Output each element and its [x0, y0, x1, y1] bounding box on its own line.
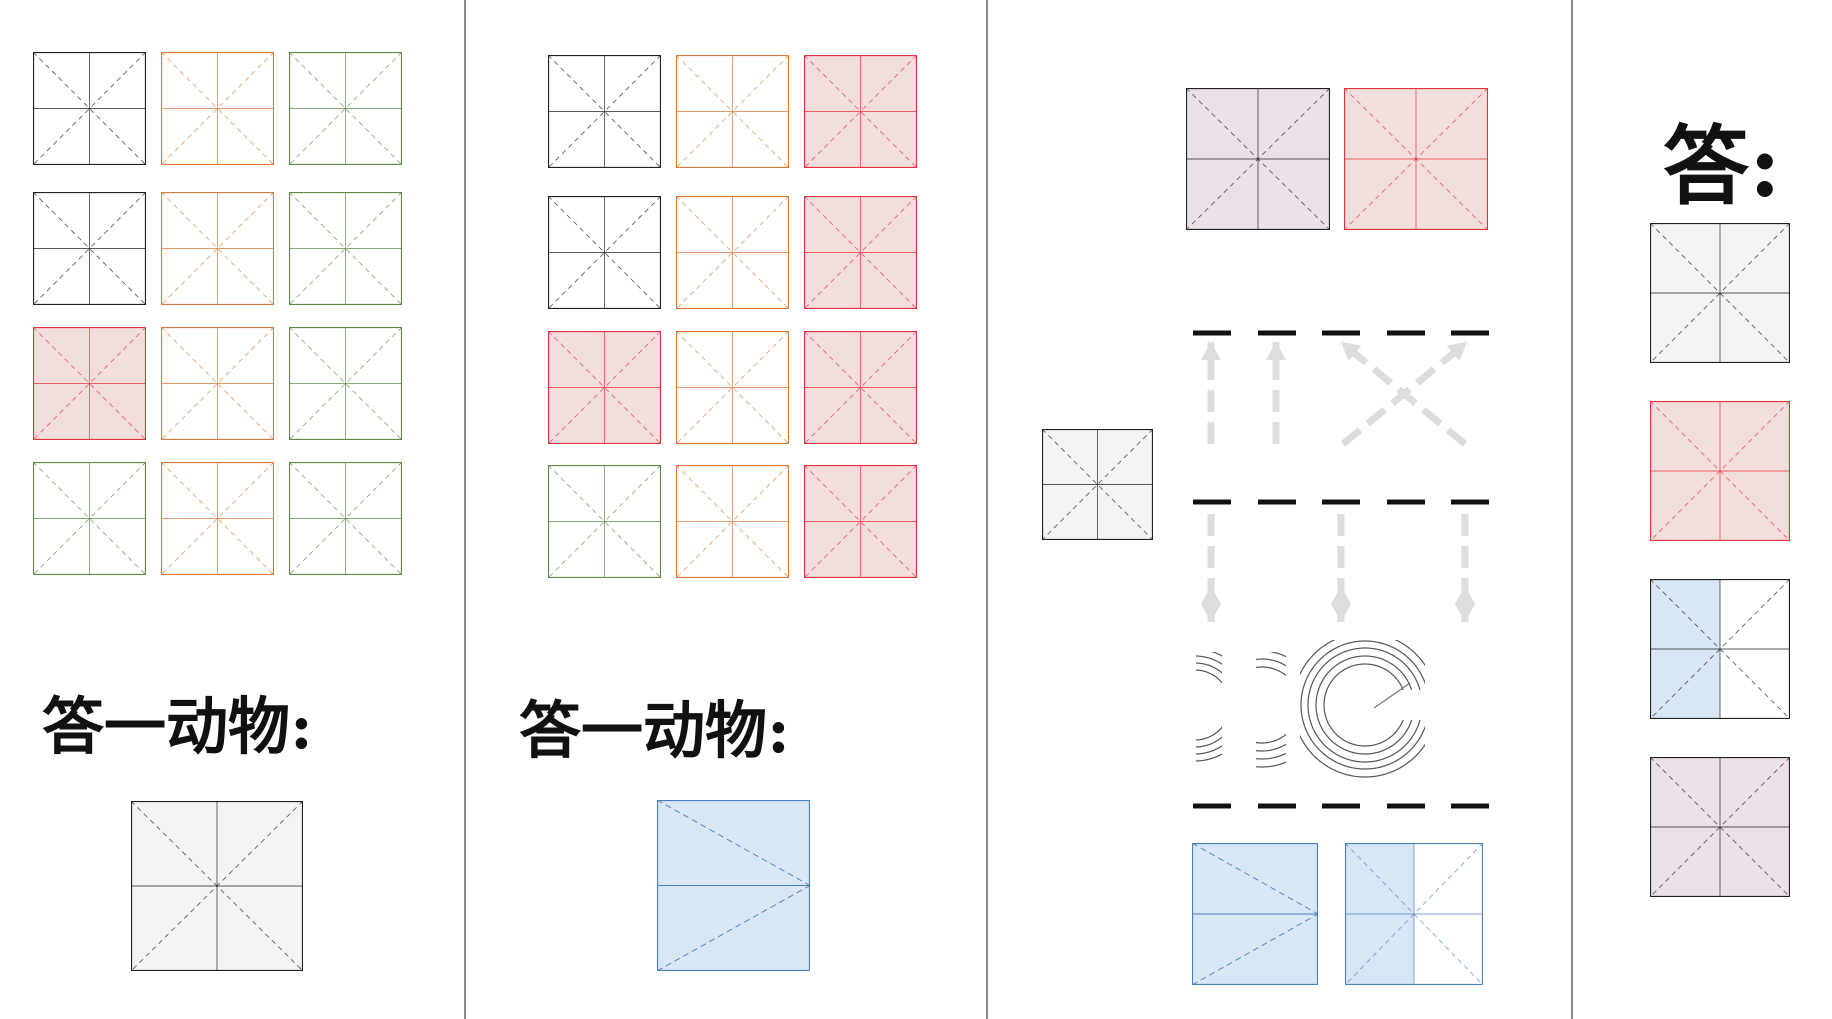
grid-box [289, 52, 402, 165]
grid-box [33, 327, 146, 440]
arrow-head [1201, 586, 1221, 622]
answer-label: 答一动物: [42, 690, 313, 763]
answer-label: 答一动物: [519, 694, 790, 767]
arc-pointer [1373, 682, 1411, 709]
grid-box [289, 192, 402, 305]
arrow-head [1446, 342, 1467, 362]
grid-box [548, 331, 661, 444]
grid-box [161, 327, 274, 440]
flow-arrow [1340, 339, 1470, 447]
grid-box [804, 465, 917, 578]
grid-box [1650, 223, 1790, 363]
grid-box [804, 331, 917, 444]
grid-box [1186, 88, 1330, 230]
grid-box [548, 55, 661, 168]
grid-box [804, 196, 917, 309]
grid-box [548, 196, 661, 309]
grid-box [1650, 579, 1790, 719]
grid-box [1042, 429, 1153, 540]
grid-box [1650, 401, 1790, 541]
grid-box [161, 192, 274, 305]
grid-box [804, 55, 917, 168]
arc-ring-icon [1196, 652, 1222, 762]
arrow-head [1341, 342, 1362, 362]
arrow-head [1455, 586, 1475, 622]
grid-box [1650, 757, 1790, 897]
grid-box [1192, 843, 1318, 985]
grid-box [161, 52, 274, 165]
grid-box [289, 462, 402, 575]
panel-divider-2 [986, 0, 988, 1019]
grid-box [289, 327, 402, 440]
panel-divider-1 [464, 0, 466, 1019]
grid-box [548, 465, 661, 578]
grid-box [676, 465, 789, 578]
grid-box [676, 331, 789, 444]
answer-box [657, 800, 810, 971]
arrow-head [1266, 342, 1286, 360]
grid-box [676, 55, 789, 168]
answer-box [131, 801, 303, 971]
grid-box [1344, 88, 1488, 230]
grid-box [1345, 843, 1483, 985]
answer-label: 答: [1663, 116, 1781, 217]
arc-gap [1355, 690, 1425, 720]
arc-ring-icon [1256, 652, 1286, 768]
panel-divider-3 [1571, 0, 1573, 1019]
grid-box [676, 196, 789, 309]
grid-box [161, 462, 274, 575]
arrow-head [1201, 342, 1221, 360]
grid-box [33, 52, 146, 165]
arrow-head [1331, 586, 1351, 622]
grid-box [33, 192, 146, 305]
grid-box [33, 462, 146, 575]
